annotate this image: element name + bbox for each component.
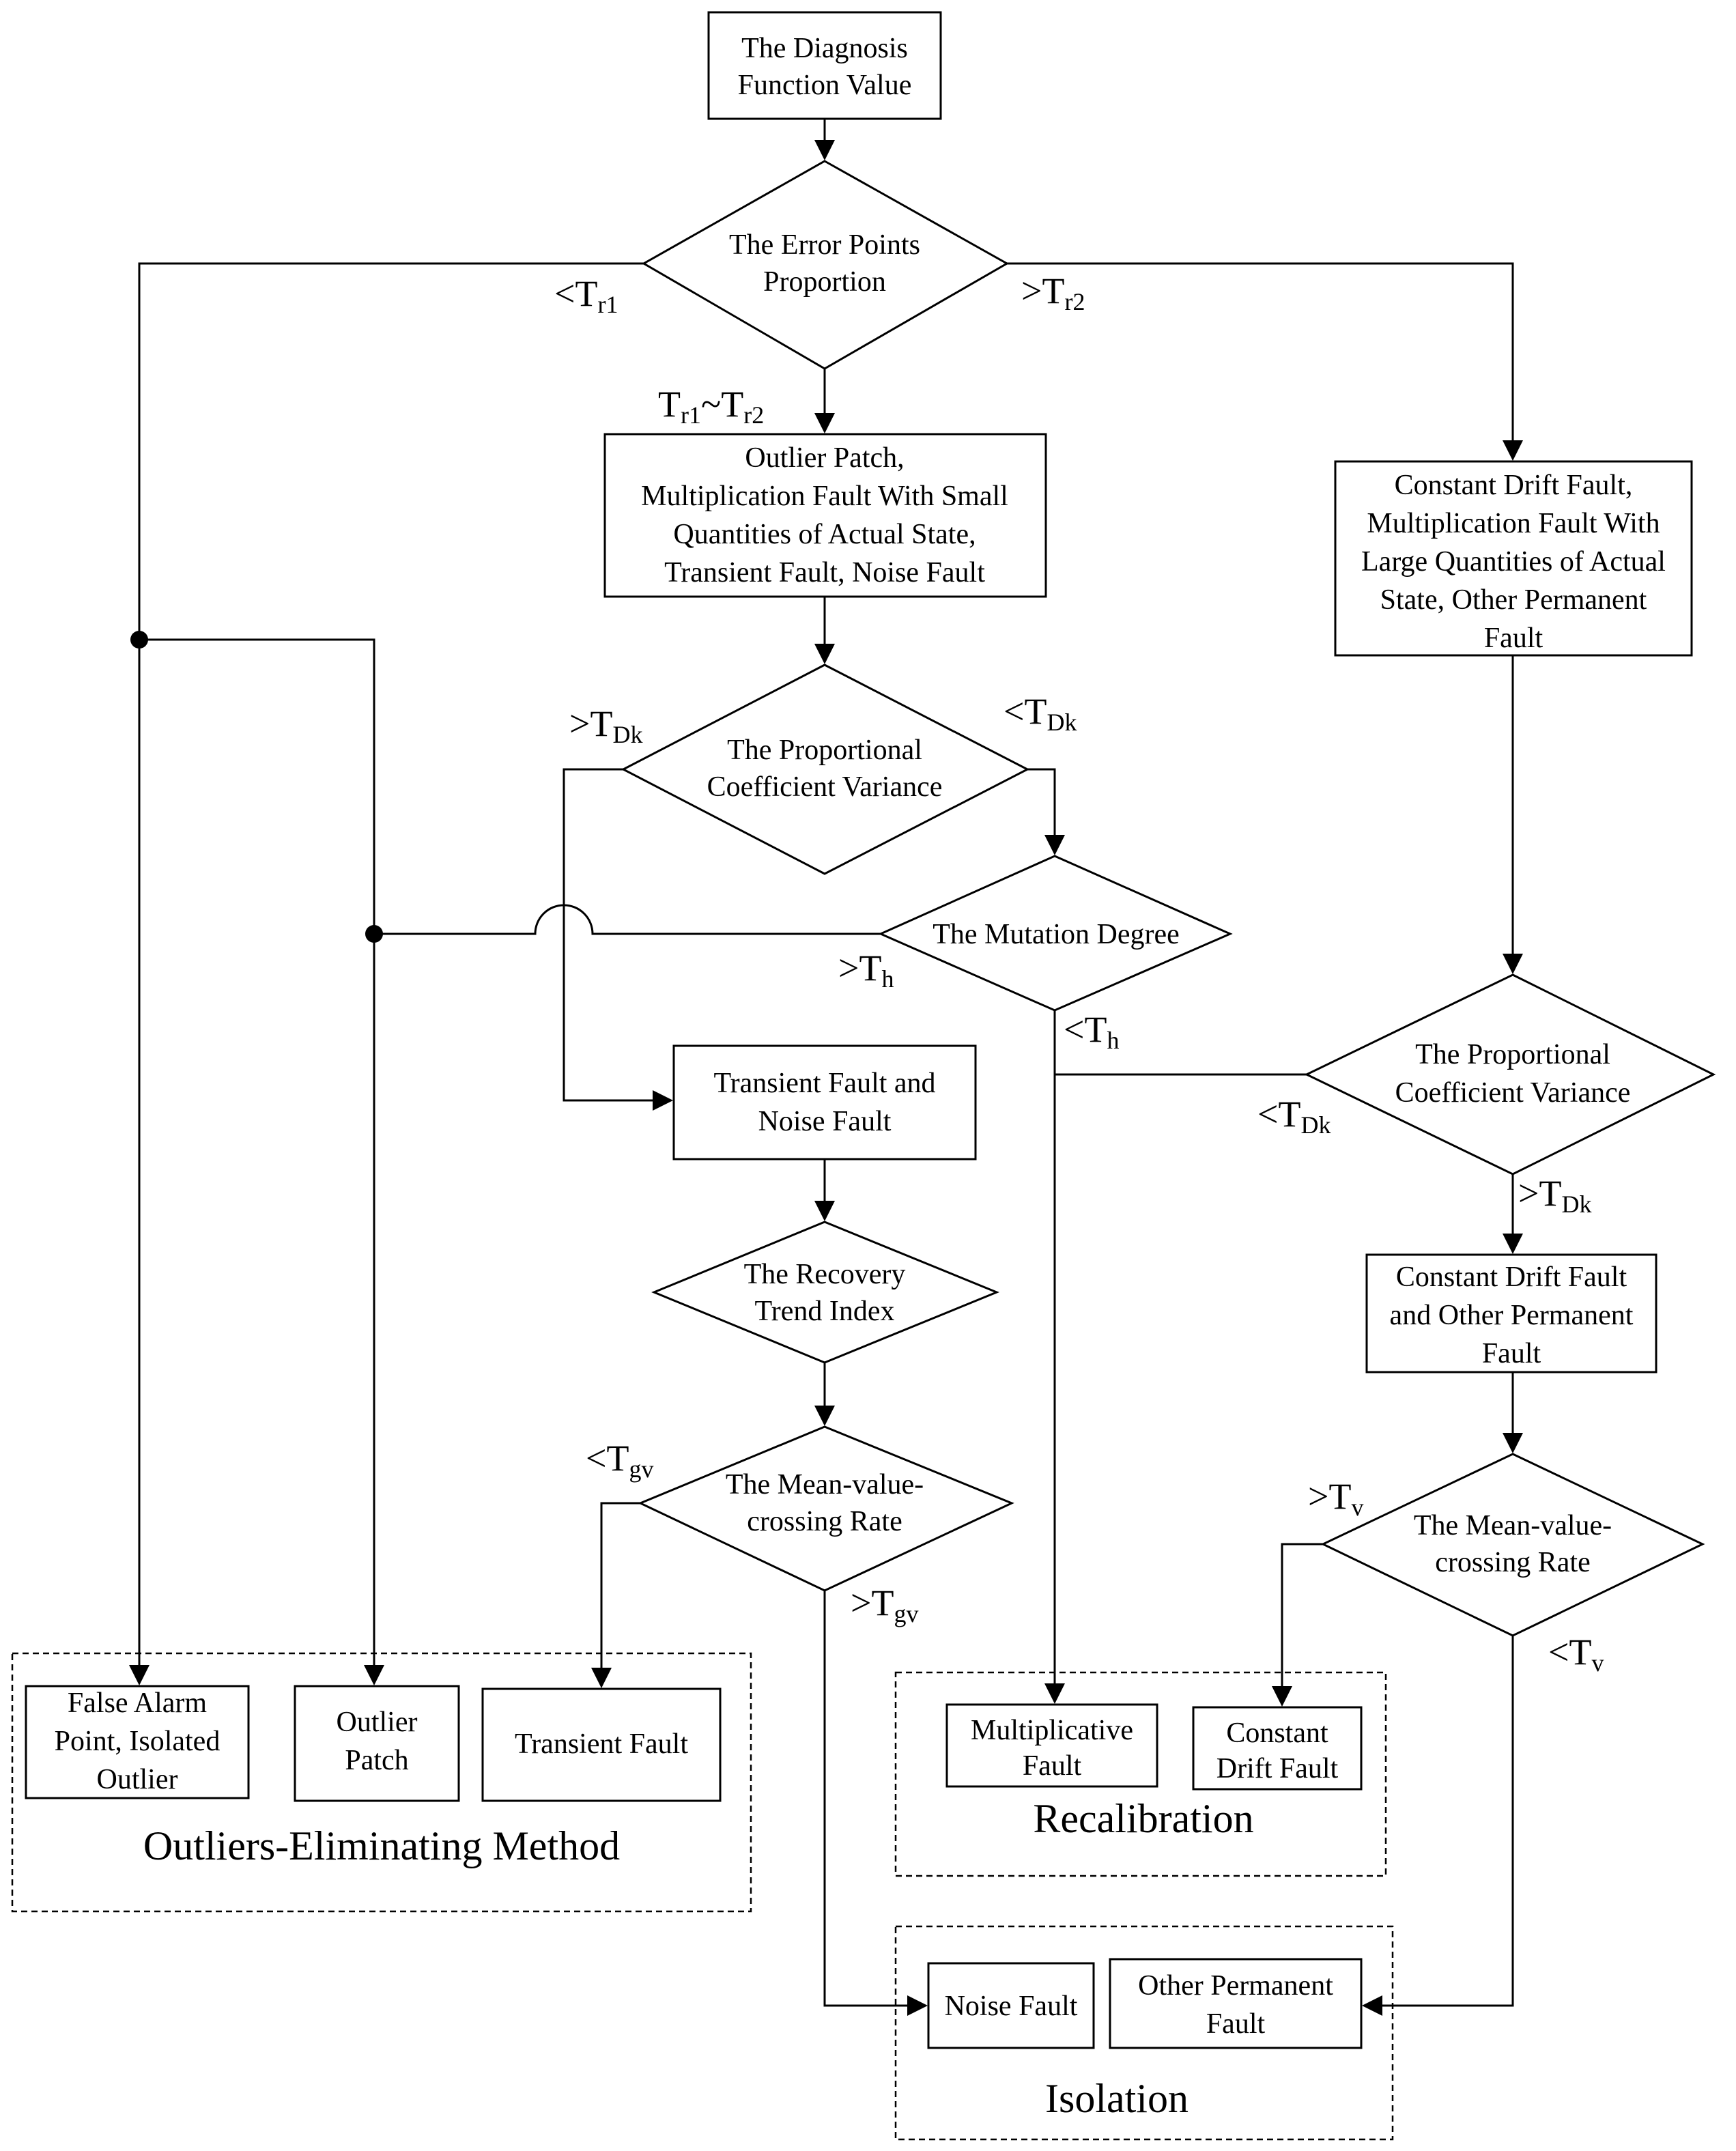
mid-box-line-2: Multiplication Fault With Small: [641, 481, 1008, 512]
constant-other-line-2: and Other Permanent: [1390, 1300, 1634, 1331]
threshold-tr1-tr2: Tr1~Tr2: [658, 384, 764, 429]
mvcr-right-line-2: crossing Rate: [1435, 1547, 1590, 1578]
false-alarm-line-3: Outlier: [97, 1764, 178, 1795]
threshold-gt-tr2: >Tr2: [1021, 270, 1085, 315]
outlier-patch-box: Outlier Patch: [294, 1685, 460, 1802]
constant-drift-line-2: Drift Fault: [1216, 1753, 1339, 1784]
recalibration-group: [894, 1671, 1387, 1877]
right-box-line-1: Constant Drift Fault,: [1395, 470, 1633, 501]
mvcr-mid-decision: The Mean-value- crossing Rate: [638, 1425, 1014, 1592]
junction-dot: [365, 925, 383, 943]
multiplicative-line-2: Fault: [1023, 1750, 1082, 1782]
outliers-eliminating-group: [11, 1652, 752, 1913]
threshold-gt-tv: >Tv: [1308, 1476, 1363, 1521]
connector-lines: [129, 119, 1523, 2016]
pcv-mid-line-2: Coefficient Variance: [707, 771, 943, 803]
right-box-line-4: State, Other Permanent: [1380, 584, 1647, 616]
multiplicative-line-1: Multiplicative: [971, 1715, 1133, 1746]
threshold-lt-tdk-right: <TDk: [1257, 1094, 1331, 1139]
right-box-line-5: Fault: [1484, 623, 1543, 654]
threshold-lt-tv: <Tv: [1548, 1632, 1604, 1677]
error-points-line-1: The Error Points: [729, 229, 920, 261]
recovery-line-1: The Recovery: [744, 1259, 906, 1290]
mutation-line-1: The Mutation Degree: [933, 919, 1180, 950]
constant-drift-line-1: Constant: [1226, 1718, 1328, 1749]
pcv-right-line-1: The Proportional: [1415, 1039, 1610, 1070]
mid-box-line-1: Outlier Patch,: [745, 442, 904, 474]
threshold-gt-tgv: >Tgv: [851, 1582, 918, 1627]
constant-other-line-1: Constant Drift Fault: [1396, 1262, 1627, 1293]
right-candidates-box: Constant Drift Fault, Multiplication Fau…: [1334, 460, 1693, 657]
junction-dot: [130, 631, 148, 649]
threshold-lt-tdk-mid: <TDk: [1004, 691, 1077, 736]
false-alarm-line-2: Point, Isolated: [55, 1726, 220, 1757]
other-permanent-line-1: Other Permanent: [1138, 1970, 1333, 2002]
error-points-decision: The Error Points Proportion: [641, 160, 1010, 370]
mvcr-right-line-1: The Mean-value-: [1414, 1510, 1612, 1541]
false-alarm-box: False Alarm Point, Isolated Outlier: [25, 1685, 250, 1799]
threshold-gt-tdk-mid: >TDk: [569, 703, 642, 748]
isolation-label: Isolation: [1045, 2076, 1189, 2121]
outlier-patch-line-2: Patch: [345, 1745, 408, 1776]
mid-candidates-box: Outlier Patch, Multiplication Fault With…: [603, 433, 1047, 598]
pcv-mid-decision: The Proportional Coefficient Variance: [621, 664, 1030, 875]
outliers-eliminating-label: Outliers-Eliminating Method: [143, 1823, 620, 1868]
threshold-lt-th: <Th: [1064, 1009, 1119, 1054]
other-permanent-box: Other Permanent Fault: [1109, 1958, 1363, 2049]
pcv-mid-line-1: The Proportional: [727, 735, 922, 766]
start-node: The Diagnosis Function Value: [707, 11, 942, 120]
noise-fault-line-1: Noise Fault: [945, 1991, 1078, 2022]
transient-noise-line-1: Transient Fault and: [713, 1068, 935, 1099]
multiplicative-box: Multiplicative Fault: [945, 1703, 1158, 1788]
constant-drift-box: Constant Drift Fault: [1192, 1706, 1363, 1791]
recovery-line-2: Trend Index: [755, 1296, 895, 1327]
pcv-right-line-2: Coefficient Variance: [1395, 1077, 1631, 1109]
transient-noise-line-2: Noise Fault: [758, 1106, 892, 1137]
noise-fault-box: Noise Fault: [927, 1962, 1095, 2049]
start-node-line-2: Function Value: [738, 70, 912, 101]
start-node-line-1: The Diagnosis: [741, 33, 908, 64]
right-box-line-2: Multiplication Fault With: [1367, 508, 1660, 539]
outlier-patch-line-1: Outlier: [337, 1707, 418, 1738]
isolation-group: [894, 1925, 1394, 2141]
mutation-decision: The Mutation Degree: [878, 855, 1233, 1012]
transient-noise-box: Transient Fault and Noise Fault: [672, 1044, 977, 1160]
recovery-decision: The Recovery Trend Index: [651, 1221, 999, 1364]
threshold-gt-tdk-right: >TDk: [1518, 1173, 1591, 1218]
recalibration-label: Recalibration: [1033, 1796, 1253, 1841]
mvcr-mid-line-1: The Mean-value-: [726, 1469, 924, 1500]
transient-fault-line-1: Transient Fault: [515, 1728, 688, 1760]
threshold-lt-tr1: <Tr1: [554, 273, 618, 318]
other-permanent-line-2: Fault: [1206, 2008, 1266, 2040]
false-alarm-line-1: False Alarm: [68, 1687, 207, 1719]
transient-fault-box: Transient Fault: [481, 1687, 722, 1802]
constant-other-line-3: Fault: [1482, 1338, 1541, 1369]
threshold-lt-tgv: <Tgv: [586, 1438, 653, 1483]
mvcr-right-decision: The Mean-value- crossing Rate: [1320, 1453, 1705, 1637]
error-points-line-2: Proportion: [763, 266, 886, 298]
right-box-line-3: Large Quantities of Actual: [1361, 546, 1666, 578]
mid-box-line-4: Transient Fault, Noise Fault: [664, 557, 985, 588]
threshold-gt-th: >Th: [838, 948, 894, 993]
pcv-right-decision: The Proportional Coefficient Variance: [1304, 973, 1716, 1176]
mvcr-mid-line-2: crossing Rate: [747, 1506, 902, 1537]
constant-other-box: Constant Drift Fault and Other Permanent…: [1365, 1253, 1657, 1373]
mid-box-line-3: Quantities of Actual State,: [673, 519, 976, 550]
